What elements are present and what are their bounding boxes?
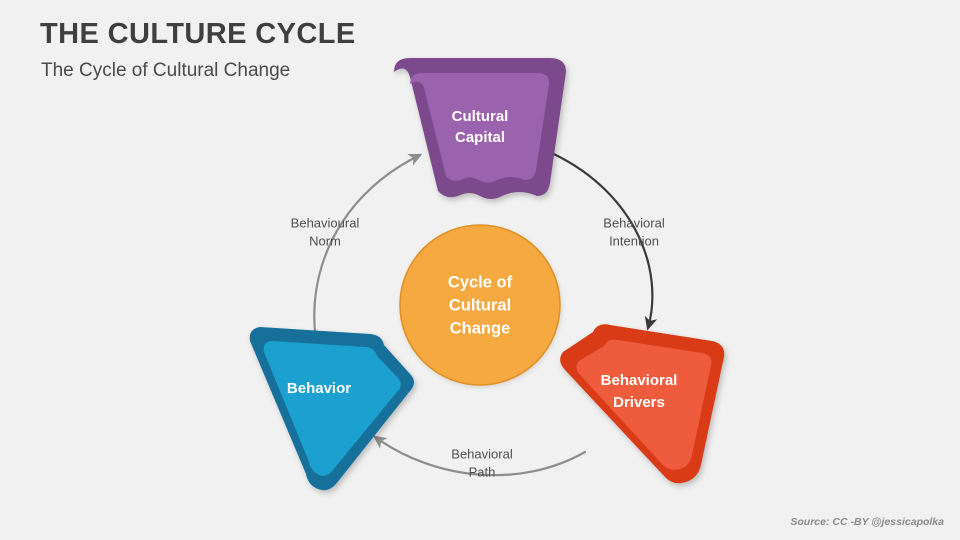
connector-behavioral-intention-path xyxy=(543,148,658,331)
connector-behavioural-norm-label-line1: Behavioural xyxy=(291,215,360,230)
connector-behavioral-intention-label-line2: Intention xyxy=(609,233,659,248)
node-cultural-capital[interactable]: Cultural Capital xyxy=(394,58,566,199)
connector-behavioural-norm-label-line2: Norm xyxy=(309,233,341,248)
connector-behavioral-path-label-line1: Behavioral xyxy=(451,446,513,461)
source-attribution: Source: CC -BY @jessicapolka xyxy=(790,516,944,528)
node-behavioral-drivers-inner xyxy=(576,339,712,470)
center-circle xyxy=(399,224,561,386)
page-subtitle: The Cycle of Cultural Change xyxy=(41,60,291,81)
node-behavior[interactable]: Behavior xyxy=(249,327,414,491)
node-behavior-inner xyxy=(263,341,401,476)
connector-behavioral-path-label-line2: Path xyxy=(469,464,496,479)
node-behavioral-drivers[interactable]: Behavioral Drivers xyxy=(560,324,725,484)
connector-behavioral-intention: Behavioral Intention xyxy=(543,148,665,331)
node-cultural-capital-inner xyxy=(410,73,550,183)
connector-behavioral-path-path xyxy=(372,435,587,477)
connector-behavioral-path: Behavioral Path xyxy=(372,435,587,479)
center-node[interactable]: Cycle of Cultural Change xyxy=(399,224,561,386)
page-title: THE CULTURE CYCLE xyxy=(40,18,356,50)
connector-behavioural-norm: Behavioural Norm xyxy=(291,153,423,362)
